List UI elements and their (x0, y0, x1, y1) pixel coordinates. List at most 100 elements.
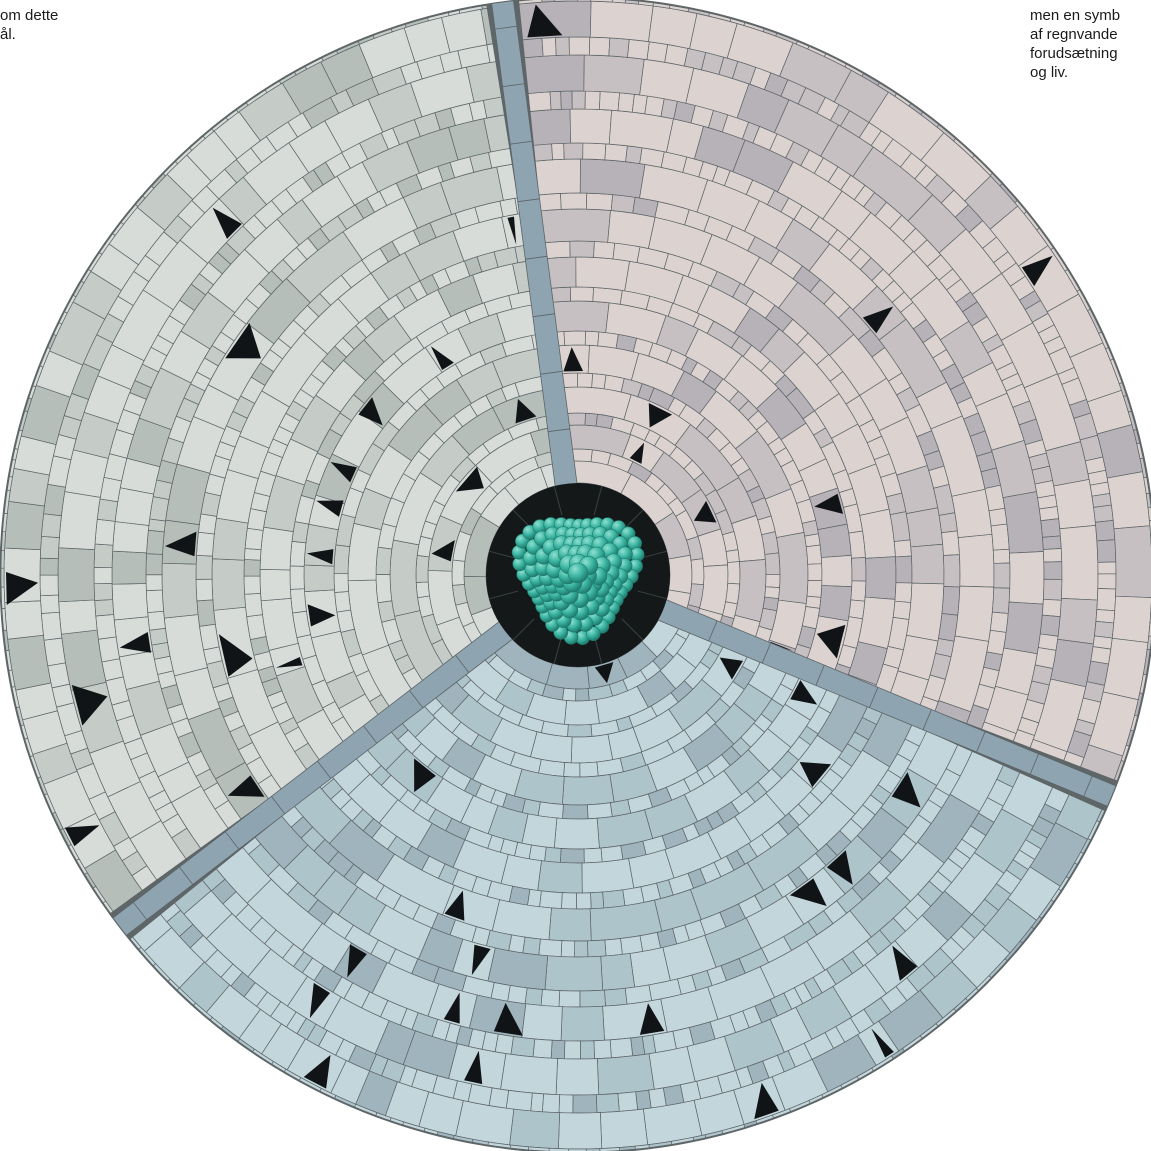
paving-stone-icon (243, 559, 261, 577)
divider-joint (922, 709, 932, 730)
paving-stone-icon (579, 989, 606, 1008)
paving-stone-icon (582, 142, 607, 161)
paving-stone-icon (575, 688, 590, 702)
paving-stone-icon (591, 373, 607, 390)
paving-stone-icon (507, 985, 528, 1005)
paving-stone-icon (553, 0, 579, 2)
paving-stone-icon (482, 96, 505, 119)
paving-stone-icon (572, 1094, 598, 1114)
paving-stone-icon (145, 589, 164, 613)
divider-joint (1029, 753, 1039, 775)
paving-stone-icon (607, 210, 656, 249)
black-triangle-inlay-icon (6, 572, 39, 605)
black-triangle-inlay-icon (871, 1028, 894, 1058)
paving-stone-icon (563, 330, 587, 346)
paving-stone-icon (589, 0, 654, 43)
paving-stone-icon (807, 563, 823, 582)
black-triangle-inlay-icon (212, 207, 242, 239)
paving-stone-icon (583, 847, 603, 864)
paving-stone-icon (765, 573, 781, 589)
paving-stone-icon (334, 591, 352, 613)
paving-stone-icon (604, 987, 628, 1007)
paving-stone-icon (561, 892, 577, 910)
black-triangle-inlay-icon (306, 549, 334, 565)
black-triangle-inlay-icon (594, 662, 614, 684)
paving-stone-icon (993, 562, 1011, 589)
paving-stone-icon (198, 513, 218, 535)
paving-stone-icon (537, 860, 583, 894)
paving-stone-icon (662, 1084, 685, 1107)
center-spoke (621, 618, 644, 641)
paving-stone-icon (93, 567, 113, 585)
black-triangle-inlay-icon (754, 1082, 779, 1120)
paving-stone-icon (604, 143, 628, 163)
paving-stone-icon (558, 990, 581, 1008)
paving-stone-icon (39, 535, 60, 560)
paving-stone-icon (990, 523, 1010, 551)
paving-stone-icon (530, 1092, 544, 1113)
paving-stone-icon (112, 521, 150, 554)
paving-stone-icon (625, 145, 643, 165)
paving-stone-icon (764, 586, 780, 600)
paving-stone-icon (575, 892, 592, 910)
paving-stone-icon (941, 530, 960, 556)
black-triangle-inlay-icon (563, 347, 584, 372)
paving-stone-icon (195, 554, 213, 580)
black-triangle-inlay-icon (431, 539, 455, 562)
black-triangle-inlay-icon (358, 397, 383, 426)
paving-stone-icon (574, 940, 589, 958)
paving-stone-icon (599, 91, 620, 112)
paving-stone-icon (161, 562, 199, 619)
caption-left-line-2: ål. (0, 26, 16, 43)
paving-stone-icon (1095, 609, 1116, 624)
paving-stone-icon (58, 599, 98, 635)
paving-stone-icon (905, 507, 944, 548)
paving-stone-icon (569, 240, 595, 258)
paving-stone-icon (587, 802, 613, 820)
paving-stone-icon (612, 0, 626, 4)
divider-joint (547, 428, 570, 433)
paving-stone-icon (375, 574, 393, 604)
paving-stone-icon (0, 586, 6, 609)
paving-stone-icon (114, 487, 155, 526)
paving-stone-icon (848, 599, 866, 620)
black-triangle-inlay-icon (71, 685, 108, 726)
paving-stone-icon (1113, 525, 1151, 598)
paving-stone-icon (389, 539, 421, 617)
center-spoke (489, 550, 519, 560)
paving-stone-icon (563, 1040, 581, 1060)
paving-stone-icon (147, 610, 166, 631)
black-triangle-inlay-icon (507, 216, 517, 245)
paving-stone-icon (196, 599, 216, 627)
divider-joint (363, 725, 378, 744)
paving-stone-icon (551, 142, 565, 161)
black-triangle-inlay-icon (218, 634, 253, 677)
paving-stone-icon (776, 531, 809, 604)
paving-stone-icon (289, 565, 305, 590)
paving-stone-icon (549, 90, 562, 111)
divider-joint (510, 140, 533, 145)
paving-stone-icon (524, 987, 543, 1006)
paving-stone-icon (244, 592, 263, 618)
paving-stone-icon (648, 1087, 667, 1109)
paving-stone-icon (500, 1053, 558, 1095)
paving-stone-icon (541, 1093, 560, 1114)
black-triangle-inlay-icon (309, 982, 330, 1019)
caption-right-line-3: forudsætning (1030, 45, 1118, 62)
paving-stone-icon (560, 1005, 605, 1042)
paving-stone-icon (289, 588, 307, 614)
black-triangle-inlay-icon (891, 772, 921, 808)
paving-stone-icon (553, 817, 600, 850)
paving-stone-icon (600, 845, 624, 863)
paving-stone-icon (4, 500, 45, 551)
paving-stone-icon (579, 158, 646, 199)
paving-stone-icon (1096, 539, 1117, 563)
center-spoke (489, 590, 519, 600)
paving-stone-icon (58, 491, 101, 550)
paving-stone-icon (259, 569, 292, 602)
paving-stone-icon (145, 553, 163, 576)
black-triangle-inlay-icon (414, 758, 436, 793)
paving-stone-icon (989, 611, 1009, 633)
paving-stone-icon (957, 533, 995, 588)
